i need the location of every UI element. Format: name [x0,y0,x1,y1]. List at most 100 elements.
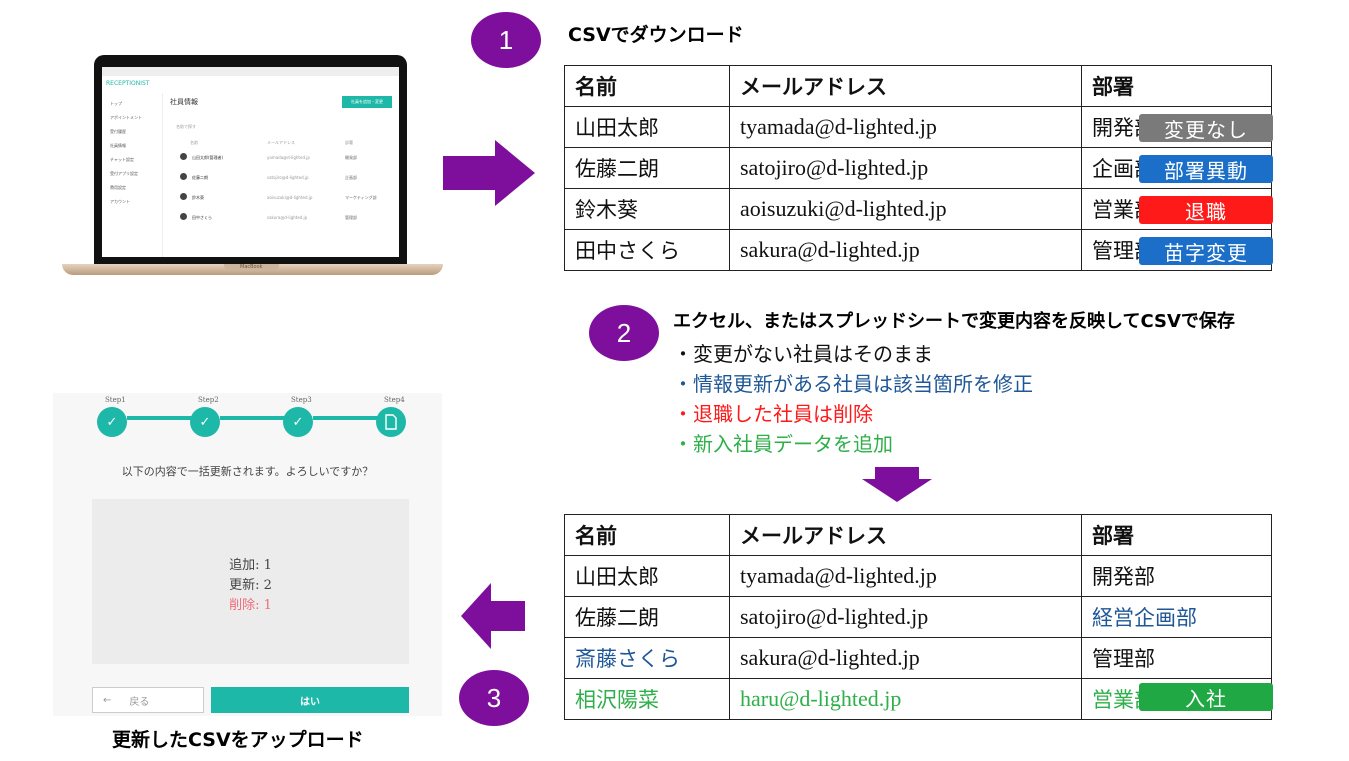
laptop-row-dept: 開発部 [345,155,357,160]
search-input[interactable]: 名前で探す [176,124,196,129]
sidebar-item[interactable]: 費用設定 [110,185,126,190]
cell-dept: 開発部 [1081,555,1272,597]
bullet-update: ・情報更新がある社員は該当箇所を修正 [673,372,1033,396]
table-row: 斎藤さくら sakura@d-lighted.jp 管理部 [564,637,1272,679]
arrow-left-icon: ← [103,694,112,706]
sidebar-item[interactable]: アポイントメント [110,115,142,120]
cell-dept: 企画部部署異動 [1081,147,1273,189]
table-row: 佐藤二朗 satojiro@d-lighted.jp 経営企画部 [564,596,1272,638]
upload-confirm-dialog: Step1 Step2 Step3 Step4 ✓ ✓ ✓ 以下の内容で一括更新… [53,393,442,716]
check-icon: ✓ [97,407,127,437]
header-email: メールアドレス [729,65,1082,107]
laptop-row-name: 鈴木葵 [192,195,204,200]
sidebar-item[interactable]: トップ [110,101,122,106]
arrow-left-icon [461,583,525,649]
cell-name: 佐藤二朗 [564,147,730,189]
step-1-title: CSVでダウンロード [568,24,744,46]
cell-dept: 営業部入社 [1081,678,1273,720]
bullet-add: ・新入社員データを追加 [673,432,893,456]
header-email: メールアドレス [729,514,1082,556]
status-badge: 部署異動 [1139,155,1273,183]
laptop-hinge [224,264,279,270]
laptop-row-email: aoisuzuki@d-lighted.jp [267,195,313,200]
status-badge: 退職 [1139,196,1273,224]
cell-email: tyamada@d-lighted.jp [729,106,1082,148]
step-connector [220,416,290,420]
check-icon: ✓ [283,407,313,437]
cell-name: 佐藤二朗 [564,596,730,638]
table-row: 山田太郎 tyamada@d-lighted.jp 開発部 [564,555,1272,597]
arrow-right-icon [443,140,535,206]
table-header-row: 名前 メールアドレス 部署 [564,514,1272,556]
cell-dept: 経営企画部 [1081,596,1272,638]
status-badge: 変更なし [1139,114,1273,142]
laptop-brand-label: MacBook [240,264,263,270]
laptop-screen: RECEPTIONIST 社員情報 社員を追加・変更 トップアポイントメント受付… [94,55,407,265]
cell-name: 斎藤さくら [564,637,730,679]
step-2-badge: 2 [589,305,659,361]
laptop-row-name: 田中さくら [192,215,212,220]
summary-update: 更新: 2 [229,578,272,593]
confirm-button[interactable]: はい [211,687,409,713]
bullet-no-change: ・変更がない社員はそのまま [673,342,933,366]
cell-dept: 開発部変更なし [1081,106,1273,148]
table-row: 相沢陽菜 haru@d-lighted.jp 営業部入社 [564,678,1273,720]
header-name: 名前 [564,514,730,556]
cell-email: haru@d-lighted.jp [729,678,1082,720]
app-brand: RECEPTIONIST [106,80,150,87]
step-1-badge: 1 [471,12,541,68]
summary-box: 追加: 1 更新: 2 削除: 1 [92,499,409,664]
cell-email: sakura@d-lighted.jp [729,229,1082,271]
step-connector [313,416,383,420]
table-row: 鈴木葵 aoisuzuki@d-lighted.jp 営業部退職 [564,188,1273,230]
col-name: 名前 [190,140,198,145]
sidebar-item[interactable]: 受付履歴 [110,129,126,134]
summary-add: 追加: 1 [229,558,272,573]
step-label: Step4 [384,396,405,404]
summary-delete: 削除: 1 [229,598,272,613]
step-label: Step3 [291,396,312,404]
step-label: Step1 [105,396,126,404]
cell-dept: 営業部退職 [1081,188,1273,230]
cell-email: sakura@d-lighted.jp [729,637,1082,679]
step-3-caption: 更新したCSVをアップロード [112,729,364,751]
browser-bar [102,67,399,76]
cell-email: aoisuzuki@d-lighted.jp [729,188,1082,230]
header-name: 名前 [564,65,730,107]
back-button[interactable]: ← 戻る [92,687,204,713]
step-2-title: エクセル、またはスプレッドシートで変更内容を反映してCSVで保存 [673,311,1235,332]
laptop-row-dept: 企画部 [345,175,357,180]
laptop-row-name: 佐藤二朗 [192,175,208,180]
header-dept: 部署 [1081,514,1272,556]
sidebar-item[interactable]: 受付アプリ設定 [110,171,138,176]
bullet-delete: ・退職した社員は削除 [673,402,873,426]
laptop-row-email: yamada@d-lighted.jp [267,155,310,160]
sidebar-item[interactable]: 社員情報 [110,143,126,148]
cell-name: 相沢陽菜 [564,678,730,720]
sidebar-item[interactable]: チャット設定 [110,157,134,162]
status-badge: 苗字変更 [1139,237,1273,265]
laptop-row-email: sakura@d-lighted.jp [267,215,308,220]
laptop-row-email: satojiro@d-lighted.jp [267,175,309,180]
sidebar-item[interactable]: アカウント [110,199,130,204]
cell-name: 山田太郎 [564,106,730,148]
confirm-message: 以下の内容で一括更新されます。よろしいですか？ [121,465,374,478]
employee-table-after: 名前 メールアドレス 部署 山田太郎 tyamada@d-lighted.jp … [564,514,1273,720]
cell-email: satojiro@d-lighted.jp [729,147,1082,189]
avatar [180,153,187,160]
status-badge: 入社 [1139,683,1273,711]
check-icon: ✓ [190,407,220,437]
step-connector [127,416,197,420]
cell-name: 山田太郎 [564,555,730,597]
table-row: 佐藤二朗 satojiro@d-lighted.jp 企画部部署異動 [564,147,1273,189]
table-header-row: 名前 メールアドレス 部署 [564,65,1272,107]
laptop-row-dept: マーケティング部 [345,195,377,200]
avatar [180,193,187,200]
laptop-row-dept: 管理部 [345,215,357,220]
laptop-app-screen: RECEPTIONIST 社員情報 社員を追加・変更 トップアポイントメント受付… [102,67,399,257]
step-label: Step2 [198,396,219,404]
app-sidebar: トップアポイントメント受付履歴社員情報チャット設定受付アプリ設定費用設定アカウン… [102,93,163,257]
add-employee-button[interactable]: 社員を追加・変更 [342,96,392,108]
col-email: メールアドレス [267,140,295,145]
app-page-title: 社員情報 [170,98,198,106]
